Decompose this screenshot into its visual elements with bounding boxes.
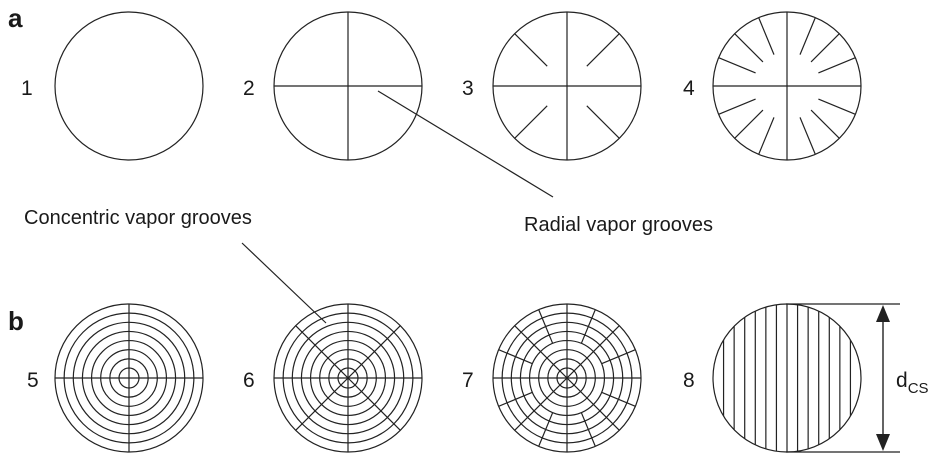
pattern-1-plain: [54, 11, 204, 161]
radial-groove-partial: [586, 105, 620, 139]
radial-groove-partial: [538, 309, 554, 344]
panel-label-b: b: [8, 306, 24, 336]
radial-groove-partial: [734, 33, 764, 63]
radial-groove-partial: [498, 391, 533, 407]
radial-groove-partial: [498, 349, 533, 365]
dimension-arrow-bottom: [876, 434, 890, 451]
pattern-number-7: 7: [462, 369, 474, 392]
pattern-3-radial: [492, 11, 642, 161]
dimension-label-main: d: [896, 369, 908, 392]
pattern-number-3: 3: [462, 77, 474, 100]
radial-groove-partial: [734, 109, 764, 139]
radial-groove-partial: [514, 33, 548, 67]
pattern-number-6: 6: [243, 369, 255, 392]
radial-groove-partial: [718, 98, 756, 115]
radial-groove-partial: [818, 98, 856, 115]
radial-groove-partial: [514, 105, 548, 139]
radial-callout-label: Radial vapor grooves: [524, 214, 713, 236]
pattern-number-1: 1: [21, 77, 33, 100]
radial-groove-partial: [580, 309, 596, 344]
pattern-number-5: 5: [27, 369, 39, 392]
radial-groove-partial: [758, 17, 775, 55]
radial-groove: [514, 325, 620, 431]
radial-groove-partial: [810, 109, 840, 139]
dimension-label: dCS: [896, 369, 929, 397]
pattern-8-parallel: [712, 303, 862, 453]
pattern-6-concentric-radial: [273, 303, 423, 453]
pattern-2-radial: [273, 11, 423, 161]
radial-groove-partial: [601, 391, 636, 407]
radial-groove-partial: [580, 412, 596, 447]
pattern-5-concentric-radial: [54, 303, 204, 453]
pattern-number-8: 8: [683, 369, 695, 392]
radial-groove-partial: [586, 33, 620, 67]
outer-circle: [54, 11, 204, 161]
radial-groove-partial: [601, 349, 636, 365]
radial-groove-partial: [718, 57, 756, 74]
concentric-callout-label: Concentric vapor grooves: [24, 207, 252, 229]
concentric-callout-leader: [241, 242, 327, 324]
radial-groove: [295, 325, 401, 431]
radial-groove-partial: [799, 17, 816, 55]
pattern-4-radial: [712, 11, 862, 161]
radial-callout-leader: [377, 90, 554, 198]
dimension-dcs: dCS: [786, 303, 929, 453]
radial-groove-partial: [758, 117, 775, 155]
panel-label-a: a: [8, 3, 23, 33]
dimension-label-sub: CS: [908, 380, 929, 397]
radial-groove-partial: [818, 57, 856, 74]
radial-groove-partial: [799, 117, 816, 155]
radial-groove-partial: [810, 33, 840, 63]
radial-groove-partial: [538, 412, 554, 447]
dimension-arrow-top: [876, 305, 890, 322]
pattern-7-concentric-radial: [492, 303, 642, 453]
pattern-number-2: 2: [243, 77, 255, 100]
pattern-number-4: 4: [683, 77, 695, 100]
